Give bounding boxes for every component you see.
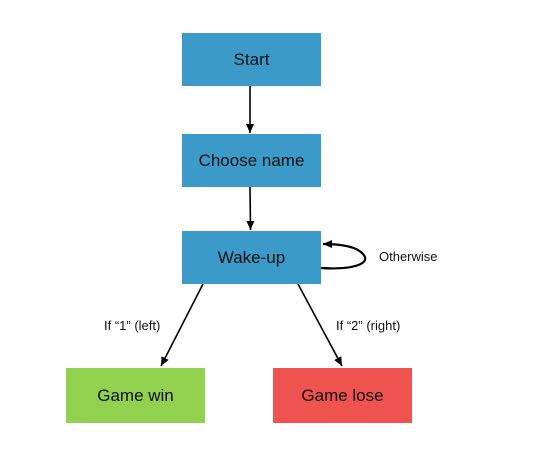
edge-wake-up-self-loop <box>320 240 367 270</box>
edge-choose-name-to-wake-up <box>246 186 255 231</box>
node-game-win: Game win <box>66 368 205 423</box>
edge-wake-up-to-game-win <box>160 283 204 367</box>
edge-wake-up-to-game-lose <box>297 283 343 367</box>
edge-label-otherwise: Otherwise <box>379 249 438 264</box>
node-choose-name: Choose name <box>182 134 321 187</box>
node-start: Start <box>182 33 321 86</box>
node-wake-up: Wake-up <box>182 231 321 284</box>
edge-label-if-left: If “1” (left) <box>104 318 161 333</box>
node-game-lose: Game lose <box>273 368 412 423</box>
edge-label-if-right: If “2” (right) <box>336 318 401 333</box>
